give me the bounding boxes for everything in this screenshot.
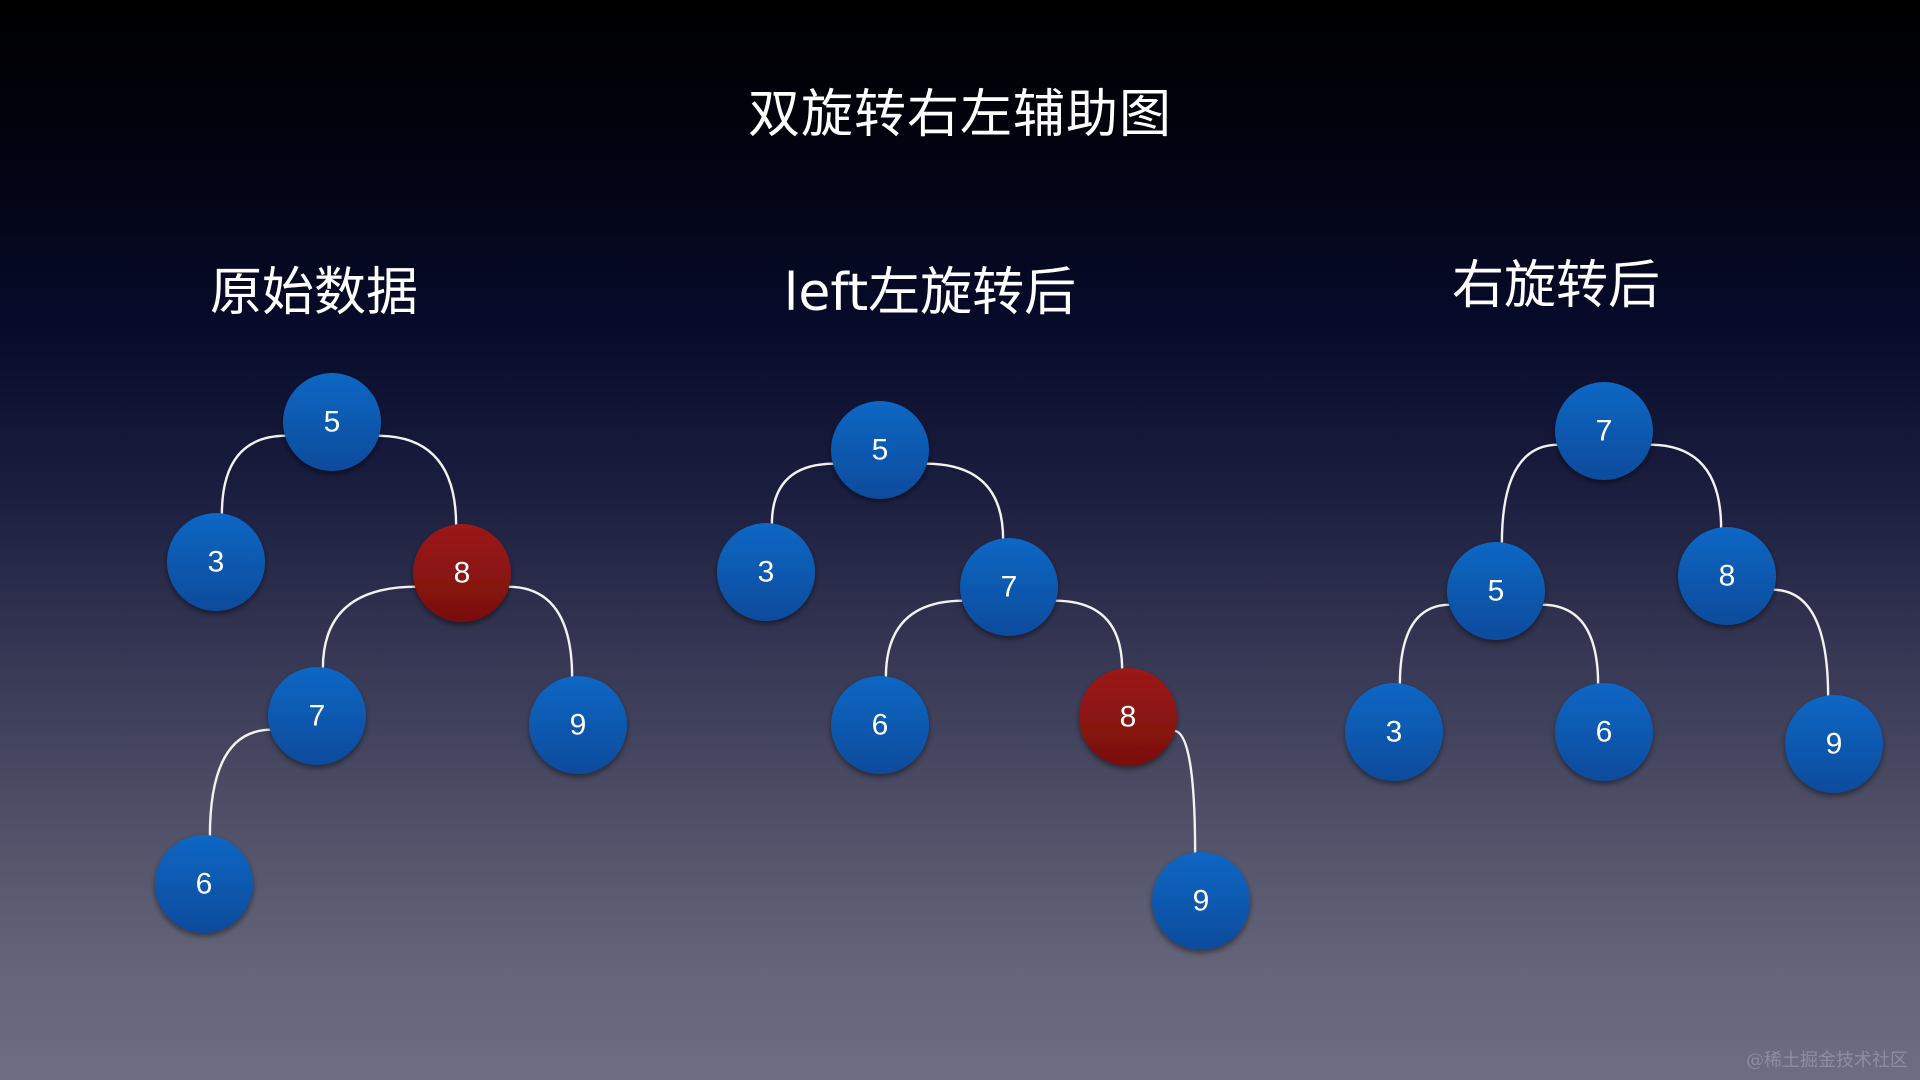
node-circle (717, 523, 815, 621)
watermark: @稀土掘金技术社区 (1746, 1050, 1908, 1071)
node-label: 7 (309, 700, 326, 733)
tree-edge (1649, 443, 1723, 529)
node-circle (1152, 852, 1250, 950)
tree-node: 5 (283, 373, 381, 471)
panel-heading-left-rotated: left左旋转后 (783, 263, 1077, 323)
node-circle (960, 538, 1058, 636)
node-circle (831, 676, 929, 774)
tree-edge (321, 585, 417, 669)
tree-node: 7 (960, 538, 1058, 636)
panel-heading-original: 原始数据 (209, 263, 419, 323)
node-label: 9 (1193, 885, 1210, 918)
node-label: 8 (1719, 560, 1736, 593)
tree-node: 6 (1555, 683, 1653, 781)
tree-edge (507, 585, 574, 678)
node-label: 8 (454, 557, 471, 590)
tree-node: 9 (1152, 852, 1250, 950)
node-circle (1447, 542, 1545, 640)
tree-node: 6 (155, 835, 253, 933)
tree-node: 5 (831, 401, 929, 499)
tree-node: 7 (268, 667, 366, 765)
node-label: 3 (1386, 716, 1403, 749)
node-label: 6 (196, 868, 213, 901)
node-circle (831, 401, 929, 499)
node-label: 7 (1001, 571, 1018, 604)
tree-edge (208, 728, 272, 837)
node-label: 3 (208, 546, 225, 579)
node-circle (1785, 695, 1883, 793)
tree-edge (1398, 603, 1451, 685)
tree-edge (770, 462, 835, 525)
node-label: 3 (758, 556, 775, 589)
node-label: 5 (872, 434, 889, 467)
node-label: 5 (1488, 575, 1505, 608)
node-circle (167, 513, 265, 611)
tree-edge (1500, 443, 1559, 544)
node-circle (1555, 382, 1653, 480)
node-circle (1678, 527, 1776, 625)
tree-original: 5 3 8 7 9 6 (155, 373, 627, 933)
tree-node: 3 (1345, 683, 1443, 781)
tree-edge (377, 434, 458, 526)
tree-node: 9 (529, 676, 627, 774)
page-title: 双旋转右左辅助图 (747, 85, 1172, 145)
tree-node: 7 (1555, 382, 1653, 480)
node-label: 5 (324, 406, 341, 439)
node-label: 9 (570, 709, 587, 742)
tree-node: 8 (1678, 527, 1776, 625)
tree-edge (1173, 729, 1197, 854)
node-circle (529, 676, 627, 774)
node-circle (413, 524, 511, 622)
tree-node: 5 (1447, 542, 1545, 640)
tree-node-highlighted: 8 (1079, 668, 1177, 766)
node-label: 6 (872, 709, 889, 742)
node-circle (268, 667, 366, 765)
tree-node: 6 (831, 676, 929, 774)
tree-edge (925, 462, 1005, 540)
node-circle (1345, 683, 1443, 781)
tree-after-left-rotation: 5 3 7 6 8 9 (717, 401, 1250, 950)
node-label: 7 (1596, 415, 1613, 448)
tree-node: 9 (1785, 695, 1883, 793)
tree-after-right-rotation: 7 5 8 3 6 9 (1345, 382, 1883, 793)
node-label: 8 (1120, 701, 1137, 734)
node-label: 9 (1826, 728, 1843, 761)
tree-node-highlighted: 8 (413, 524, 511, 622)
node-circle (1079, 668, 1177, 766)
tree-edge (220, 434, 287, 515)
node-circle (155, 835, 253, 933)
node-label: 6 (1596, 716, 1613, 749)
tree-edge (884, 599, 964, 678)
tree-edge (1054, 599, 1124, 670)
tree-node: 3 (717, 523, 815, 621)
node-circle (283, 373, 381, 471)
panel-heading-right-rotated: 右旋转后 (1451, 256, 1661, 316)
tree-edge (1772, 588, 1830, 697)
tree-node: 3 (167, 513, 265, 611)
node-circle (1555, 683, 1653, 781)
tree-edge (1541, 603, 1600, 685)
